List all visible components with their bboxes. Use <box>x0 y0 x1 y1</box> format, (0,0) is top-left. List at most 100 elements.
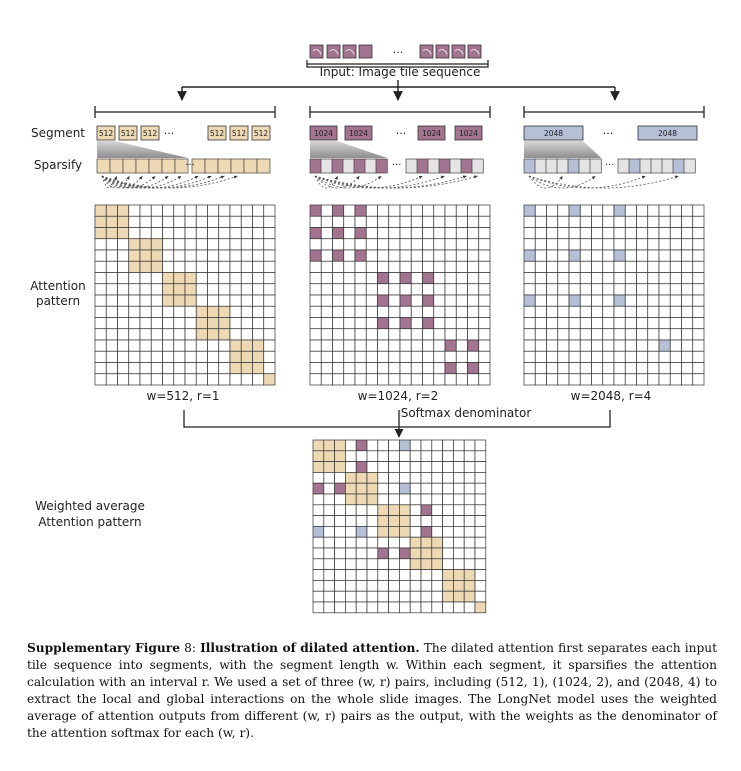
attention-cell <box>591 317 604 330</box>
attention-cell <box>195 283 208 296</box>
attention-cell <box>467 305 480 318</box>
attention-cell <box>173 204 186 217</box>
sparsify-cell <box>438 158 451 174</box>
attention-cell <box>150 272 163 285</box>
weighted-cell <box>366 515 379 527</box>
attention-cell <box>523 260 536 273</box>
weighted-cell <box>474 547 487 560</box>
attention-cell-active <box>229 350 242 363</box>
attention-cell <box>523 305 536 318</box>
segment-label: 512 <box>121 129 136 138</box>
attention-cell <box>636 272 649 285</box>
attention-cell <box>568 283 581 296</box>
attention-cell <box>534 272 547 285</box>
attention-cell <box>624 328 637 341</box>
weighted-cell <box>312 601 325 614</box>
attention-cell <box>444 283 457 296</box>
attention-cell <box>568 350 581 363</box>
sparsify-cell <box>523 158 536 174</box>
attention-cell <box>399 328 412 341</box>
weighted-cell-w512 <box>409 536 422 549</box>
attention-cell <box>218 204 231 217</box>
attention-cell <box>636 283 649 296</box>
attention-cell <box>546 328 559 341</box>
weighted-cell-w1024 <box>355 461 368 473</box>
attention-cell <box>579 350 592 363</box>
sparsify-cell <box>449 158 462 174</box>
weighted-cell <box>345 590 357 603</box>
attention-grid <box>94 204 276 386</box>
attention-cell <box>602 305 615 318</box>
attention-cell <box>636 339 649 352</box>
sparsify-cell <box>617 158 630 174</box>
attention-cell-active <box>117 227 130 240</box>
attention-cell-active <box>128 249 141 262</box>
attention-cell <box>692 294 705 307</box>
weighted-cell <box>355 547 368 560</box>
weighted-cell-w512 <box>431 547 443 560</box>
attention-cell <box>388 238 401 251</box>
attention-cell <box>184 227 197 240</box>
attention-cell <box>343 339 356 352</box>
attention-cell <box>343 373 356 386</box>
attention-cell <box>354 362 367 375</box>
attention-cell <box>94 238 107 251</box>
attention-cell <box>658 260 671 273</box>
attention-cell-active <box>150 260 163 273</box>
weighted-cell <box>334 580 346 592</box>
attention-cell <box>117 317 130 330</box>
attention-cell <box>410 238 423 251</box>
segment-label: 512 <box>143 129 158 138</box>
weighted-cell <box>345 450 357 462</box>
attention-cell <box>309 373 322 386</box>
panel-caption-w1024: w=1024, r=2 <box>358 389 439 403</box>
attention-cell <box>117 362 130 375</box>
attention-cell <box>455 339 468 352</box>
weighted-cell <box>312 493 325 506</box>
weighted-cell-w512 <box>453 590 465 603</box>
weighted-cell <box>442 601 454 614</box>
weighted-cell <box>377 536 389 549</box>
attention-cell <box>150 305 163 318</box>
weighted-cell-w512 <box>409 558 422 570</box>
attention-cell <box>523 227 536 240</box>
attention-cell <box>207 227 220 240</box>
attention-cell <box>444 305 457 318</box>
weighted-cell-w2048 <box>355 526 368 538</box>
attention-cell <box>207 362 220 375</box>
attention-cell <box>399 204 412 217</box>
attention-cell <box>478 227 491 240</box>
attention-cell <box>692 339 705 352</box>
attention-cell <box>478 238 491 251</box>
attention-cell <box>320 305 333 318</box>
attention-cell <box>546 204 559 217</box>
weighted-cell <box>442 472 454 484</box>
attention-cell <box>692 317 705 330</box>
weighted-cell <box>334 547 346 560</box>
attention-cell <box>624 283 637 296</box>
attention-cell-active <box>444 362 457 375</box>
weighted-cell <box>388 536 400 549</box>
attention-cell-active <box>377 272 390 285</box>
attention-cell <box>613 339 626 352</box>
attention-cell <box>613 238 626 251</box>
segment-bracket <box>309 106 491 118</box>
weighted-cell <box>366 504 379 516</box>
attention-cell <box>433 204 446 217</box>
attention-cell <box>669 227 682 240</box>
weighted-cell <box>474 461 487 473</box>
attention-cell <box>195 238 208 251</box>
attention-cell-active <box>422 272 435 285</box>
attention-cell-active <box>150 249 163 262</box>
attention-cell <box>105 339 118 352</box>
sparsify-ellipsis: ··· <box>392 160 402 171</box>
attention-cell <box>128 294 141 307</box>
attention-cell <box>647 373 660 386</box>
attention-cell <box>377 215 390 228</box>
weighted-cell <box>474 569 487 581</box>
attention-cell <box>309 362 322 375</box>
attention-cell <box>117 339 130 352</box>
attention-cell <box>613 328 626 341</box>
attention-cell <box>218 249 231 262</box>
attention-cell-active <box>150 238 163 251</box>
